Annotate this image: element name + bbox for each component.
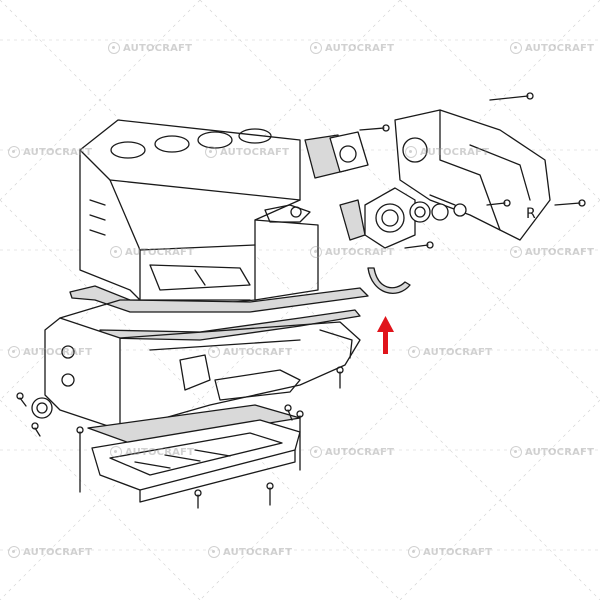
watermark-text: AUTOCRAFT <box>23 146 93 158</box>
watermark-logo-icon <box>405 146 417 158</box>
watermark-text: AUTOCRAFT <box>23 346 93 358</box>
watermark-logo-icon <box>8 346 20 358</box>
watermark: AUTOCRAFT <box>205 146 289 158</box>
watermark-text: AUTOCRAFT <box>525 42 595 54</box>
rear-seal-housing <box>339 187 416 249</box>
watermark: AUTOCRAFT <box>310 246 394 258</box>
watermark-logo-icon <box>408 546 420 558</box>
watermark-text: AUTOCRAFT <box>423 546 493 558</box>
watermark-text: AUTOCRAFT <box>223 546 293 558</box>
watermark-text: AUTOCRAFT <box>123 42 193 54</box>
bolts <box>16 92 586 509</box>
watermark-logo-icon <box>8 146 20 158</box>
watermark-logo-icon <box>108 42 120 54</box>
watermark-text: AUTOCRAFT <box>525 246 595 258</box>
watermark: AUTOCRAFT <box>110 246 194 258</box>
watermark-text: AUTOCRAFT <box>420 146 490 158</box>
watermark-logo-icon <box>510 446 522 458</box>
watermark: AUTOCRAFT <box>510 246 594 258</box>
oil-pan-upper <box>44 299 361 431</box>
watermark-text: AUTOCRAFT <box>525 446 595 458</box>
svg-text:R: R <box>526 206 536 222</box>
watermark-logo-icon <box>205 146 217 158</box>
watermark-text: AUTOCRAFT <box>423 346 493 358</box>
watermark-logo-icon <box>8 546 20 558</box>
watermark: AUTOCRAFT <box>110 446 194 458</box>
red-arrow-indicator <box>377 316 394 354</box>
watermark-logo-icon <box>310 246 322 258</box>
timing-cover: R <box>394 109 551 241</box>
watermark-logo-icon <box>510 42 522 54</box>
watermark: AUTOCRAFT <box>310 446 394 458</box>
watermark-logo-icon <box>510 246 522 258</box>
oil-pan <box>91 419 301 503</box>
block-gasket <box>69 285 369 341</box>
engine-block <box>79 119 319 311</box>
watermark: AUTOCRAFT <box>8 146 92 158</box>
watermark-text: AUTOCRAFT <box>23 546 93 558</box>
watermark-text: AUTOCRAFT <box>325 42 395 54</box>
watermark-logo-icon <box>110 246 122 258</box>
watermark: AUTOCRAFT <box>510 446 594 458</box>
watermark: AUTOCRAFT <box>108 42 192 54</box>
rear-main-seal-gasket <box>367 267 411 294</box>
watermark: AUTOCRAFT <box>510 42 594 54</box>
watermark-text: AUTOCRAFT <box>220 146 290 158</box>
watermark-text: AUTOCRAFT <box>223 346 293 358</box>
watermark-logo-icon <box>110 446 122 458</box>
watermark-text: AUTOCRAFT <box>325 446 395 458</box>
watermark-logo-icon <box>310 42 322 54</box>
watermark: AUTOCRAFT <box>208 546 292 558</box>
watermark-logo-icon <box>310 446 322 458</box>
watermark-text: AUTOCRAFT <box>125 246 195 258</box>
watermark-text: AUTOCRAFT <box>125 446 195 458</box>
watermark: AUTOCRAFT <box>405 146 489 158</box>
watermark: AUTOCRAFT <box>310 42 394 54</box>
watermark: AUTOCRAFT <box>408 546 492 558</box>
watermark: AUTOCRAFT <box>8 546 92 558</box>
watermark: AUTOCRAFT <box>408 346 492 358</box>
watermark: AUTOCRAFT <box>8 346 92 358</box>
watermark-text: AUTOCRAFT <box>325 246 395 258</box>
watermark-logo-icon <box>208 546 220 558</box>
watermark: AUTOCRAFT <box>208 346 292 358</box>
water-pump-gasket <box>304 131 369 179</box>
front-seal <box>31 201 467 419</box>
watermark-logo-icon <box>208 346 220 358</box>
watermark-logo-icon <box>408 346 420 358</box>
